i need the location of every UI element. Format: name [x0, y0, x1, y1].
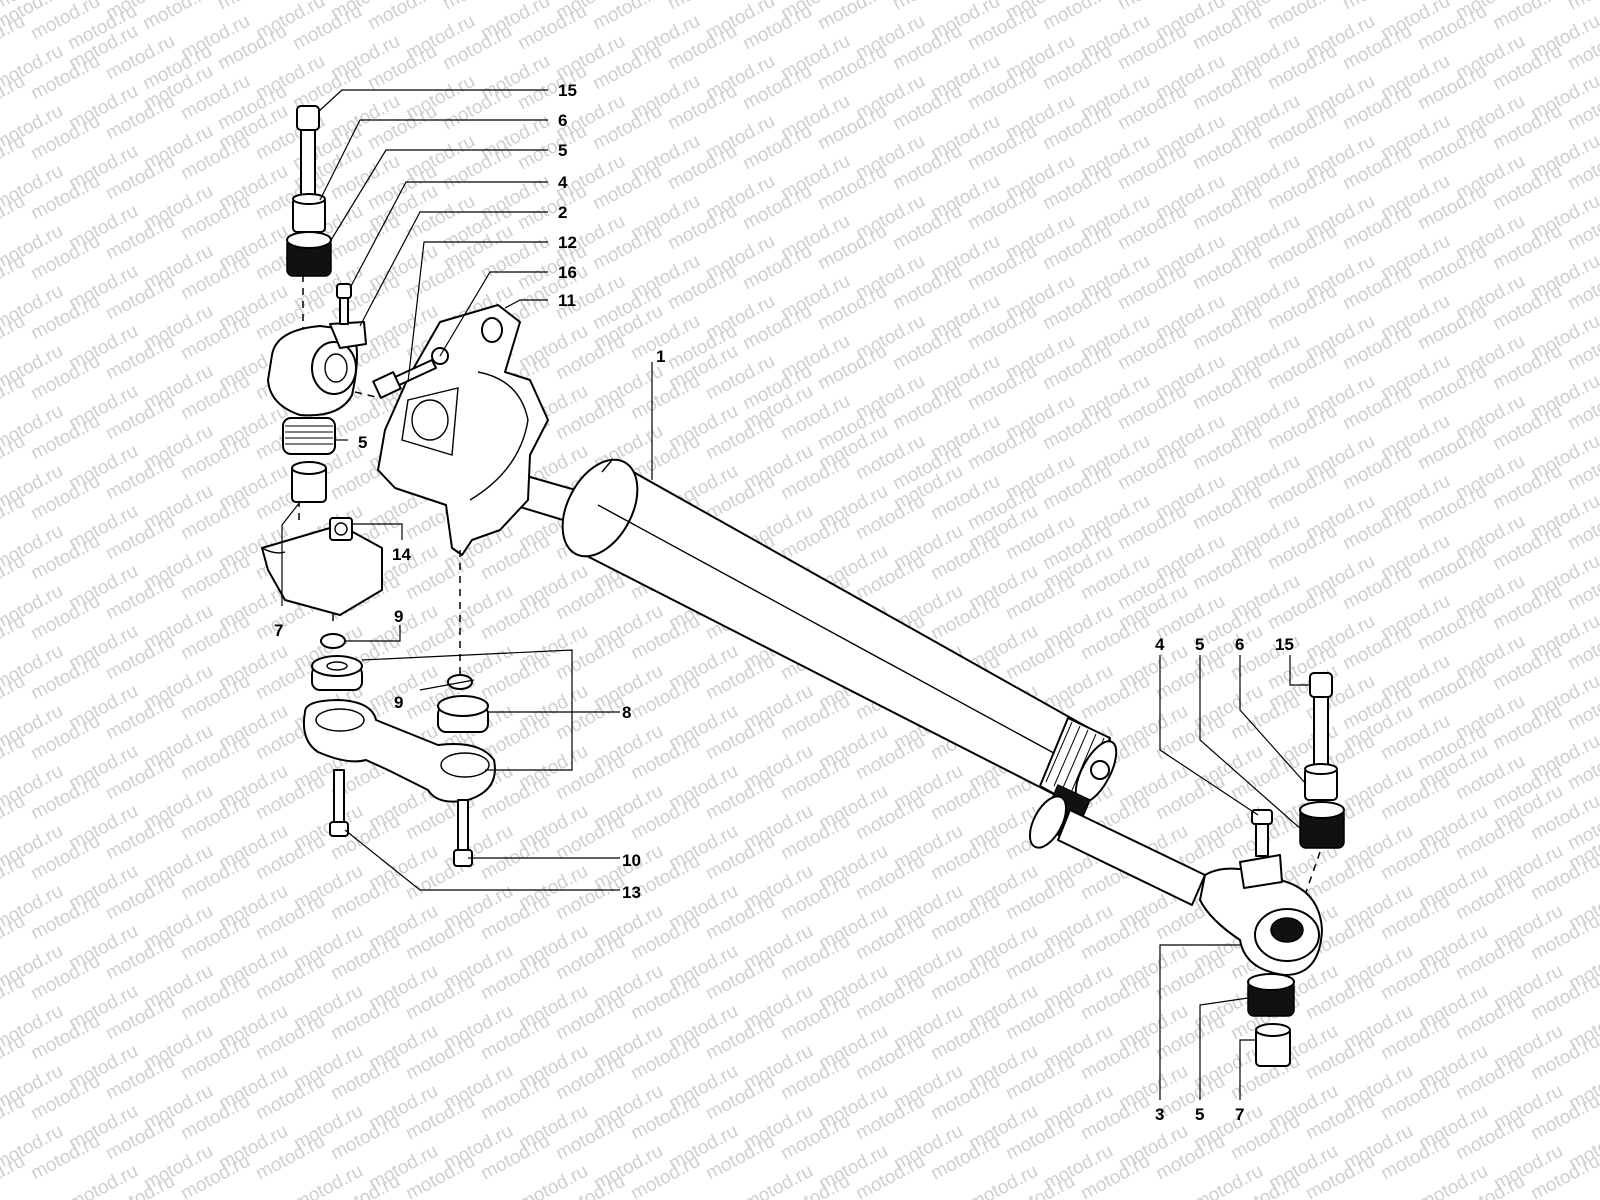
seal-5-left — [282, 417, 336, 455]
watermark-text: motod.ru — [814, 0, 890, 34]
callout-7-left: 7 — [274, 621, 283, 640]
callout-12: 12 — [558, 233, 577, 252]
pinch-bolt-4-left — [336, 283, 352, 325]
callout-5-top: 5 — [558, 141, 567, 160]
spacer-7-left — [291, 461, 327, 503]
callout-6-top: 6 — [558, 111, 567, 130]
watermark-text: motod.ru — [589, 0, 665, 34]
callout-5-left: 5 — [358, 433, 367, 452]
seal-5-right — [1299, 801, 1345, 849]
watermark-text: motod.ru — [364, 0, 440, 34]
watermark-text: motod.ru — [1264, 0, 1340, 34]
callout-4-top: 4 — [558, 173, 568, 192]
bolt-15-top — [296, 105, 320, 201]
bushing-8-right — [437, 695, 489, 733]
callout-9-a: 9 — [394, 607, 403, 626]
watermark-text: motod.ru — [1489, 0, 1565, 34]
bushing-6-right — [1304, 763, 1338, 801]
callout-1: 1 — [656, 347, 665, 366]
callout-13: 13 — [622, 883, 641, 902]
seal-5-top — [286, 231, 332, 277]
callout-5-right: 5 — [1195, 635, 1204, 654]
callout-6-right: 6 — [1235, 635, 1244, 654]
washer-9-left — [320, 633, 346, 649]
callout-9-b: 9 — [394, 693, 403, 712]
callout-14: 14 — [392, 545, 411, 564]
spacer-7-bottom — [1255, 1023, 1291, 1067]
callout-15-top: 15 — [558, 81, 577, 100]
callout-15-right: 15 — [1275, 635, 1294, 654]
seal-5-bottom — [1247, 973, 1295, 1017]
watermark-text: motod.ru — [1039, 0, 1115, 34]
callout-8: 8 — [622, 703, 631, 722]
callout-7-bottom: 7 — [1235, 1105, 1244, 1124]
bushing-8-left — [311, 655, 363, 691]
callout-11: 11 — [558, 291, 576, 310]
callout-10: 10 — [622, 851, 641, 870]
callout-16: 16 — [558, 263, 577, 282]
callout-5-bottom: 5 — [1195, 1105, 1204, 1124]
watermark-text: motod.ru — [1564, 0, 1600, 14]
callout-3: 3 — [1155, 1105, 1164, 1124]
bolt-15-right — [1309, 672, 1333, 768]
callout-2: 2 — [558, 203, 567, 222]
callout-4-right: 4 — [1155, 635, 1165, 654]
watermark-text: motod.ru — [139, 0, 215, 34]
